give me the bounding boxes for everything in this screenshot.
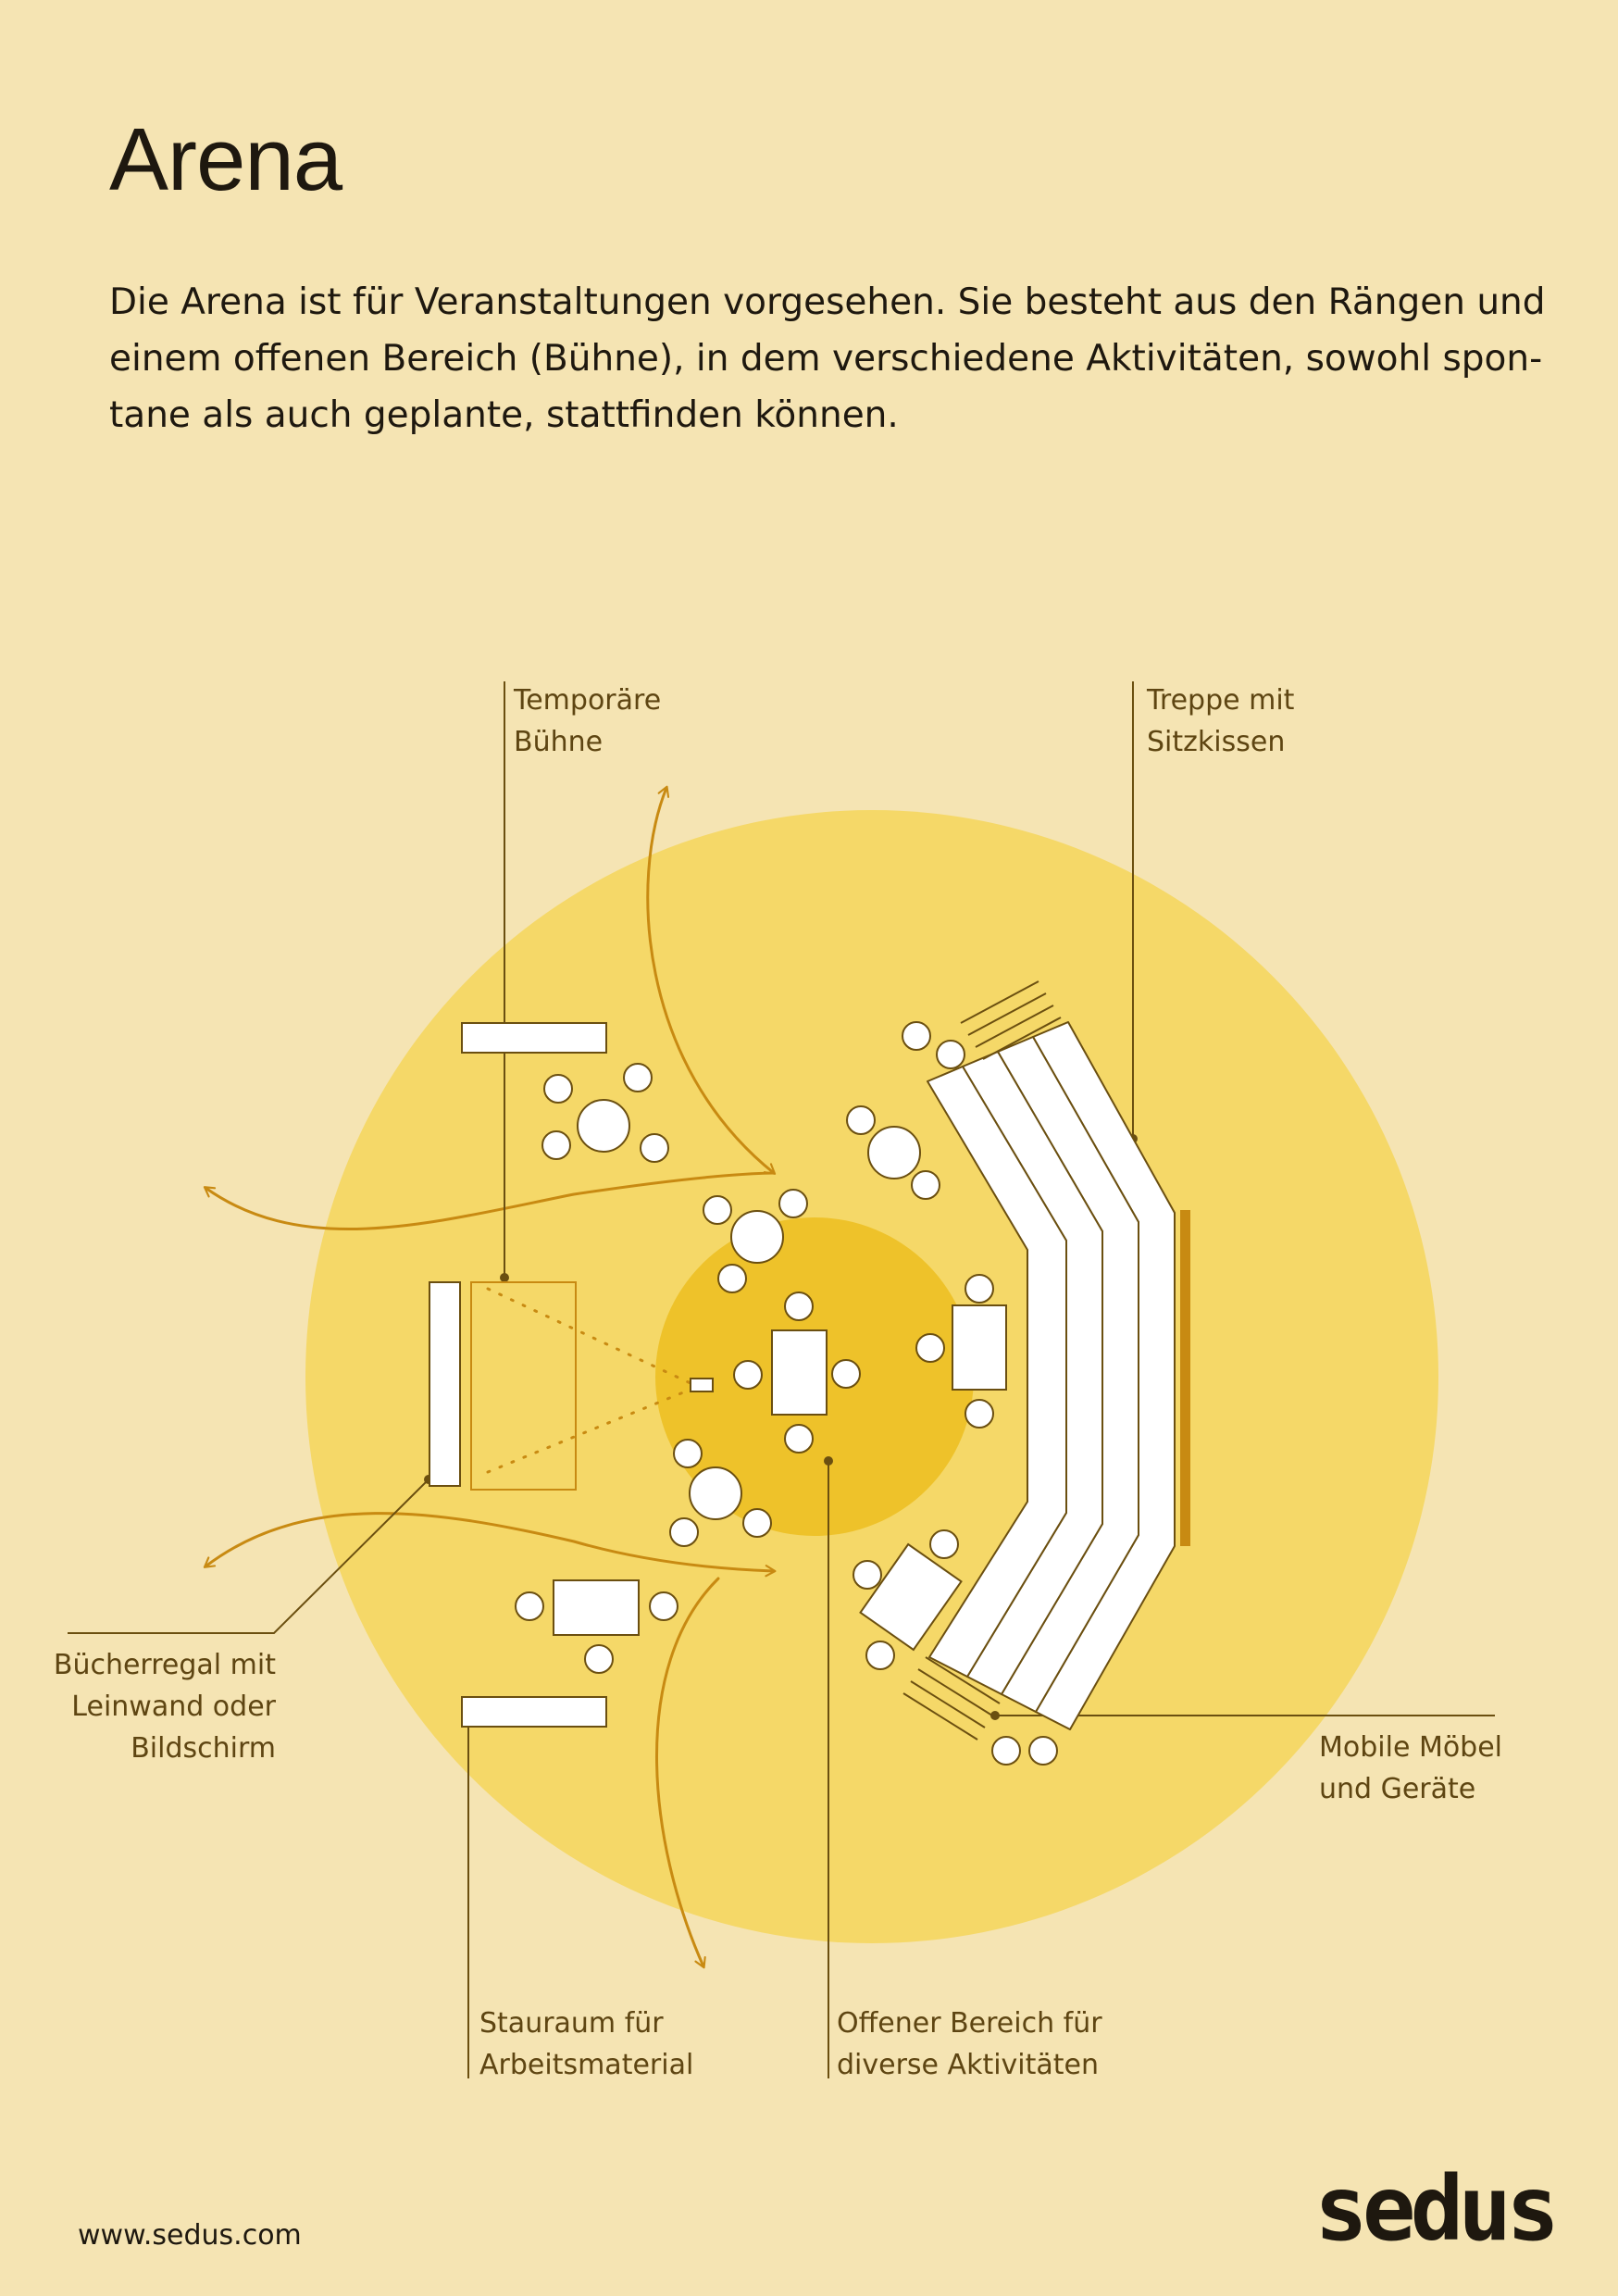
intro-line: Die Arena ist für Veranstaltungen vorges… [109, 281, 1546, 323]
temporary-stage [470, 1281, 577, 1491]
label-bookshelf: Bücherregal mit Leinwand oder Bildschirm [37, 1644, 276, 1769]
arrow-bottom [655, 1577, 720, 1969]
projector [690, 1378, 714, 1392]
label-line: Stauraum für [479, 2007, 664, 2040]
bookshelf-screen [429, 1281, 461, 1487]
storage-shelf-top [461, 1022, 607, 1054]
label-line: Bildschirm [131, 1732, 276, 1765]
label-line: Temporäre [514, 684, 662, 717]
leader-shelf [68, 1479, 429, 1634]
storage-shelf-bottom [461, 1696, 607, 1728]
label-line: Arbeitsmaterial [479, 2049, 694, 2081]
arrow-lower-left [203, 1512, 777, 1578]
label-line: Sitzkissen [1147, 726, 1286, 758]
page-title: Arena [109, 110, 342, 209]
table-right [952, 1304, 1007, 1391]
label-line: Leinwand oder [71, 1691, 276, 1723]
leader-dot [500, 1273, 509, 1282]
label-open-area: Offener Bereich für diverse Aktivitäten [837, 2003, 1102, 2086]
projection-lines [486, 1287, 694, 1474]
footer-url: www.sedus.com [78, 2219, 302, 2252]
stair-tier-1 [927, 1066, 1067, 1678]
table-rotated [859, 1542, 963, 1652]
stools [515, 1021, 1058, 1766]
sedus-logo: sedus [1314, 2157, 1560, 2261]
round-table [730, 1210, 784, 1264]
label-line: Treppe mit [1147, 684, 1295, 717]
label-storage: Stauraum für Arbeitsmaterial [479, 2003, 693, 2086]
circulation-arrows [203, 785, 777, 1969]
label-line: und Geräte [1319, 1773, 1476, 1805]
leader-dot [990, 1711, 1000, 1720]
round-table [867, 1126, 921, 1179]
arrow-upper-left [203, 1171, 776, 1231]
intro-line: einem offenen Bereich (Bühne), in dem ve… [109, 338, 1543, 380]
stair-wall-bar [1180, 1210, 1190, 1546]
intro-line: tane als auch geplante, stattfinden könn… [109, 394, 899, 436]
round-table [689, 1466, 742, 1520]
label-stairs-with-cushions: Treppe mit Sitzkissen [1147, 680, 1294, 763]
round-table [577, 1099, 630, 1153]
label-temporary-stage: Temporäre Bühne [514, 680, 661, 763]
cushion-stack-bottom [902, 1656, 1001, 1741]
table-lower-left [553, 1579, 640, 1636]
label-line: Bühne [514, 726, 604, 758]
label-line: Mobile Möbel [1319, 1731, 1503, 1764]
label-line: diverse Aktivitäten [837, 2049, 1100, 2081]
intro-paragraph: Die Arena ist für Veranstaltungen vorges… [109, 274, 1546, 443]
label-line: Bücherregal mit [53, 1649, 276, 1681]
arrow-top [646, 785, 777, 1175]
leader-dot [824, 1456, 833, 1466]
label-line: Offener Bereich für [837, 2007, 1102, 2040]
cushion-stack-top [960, 980, 1062, 1060]
table-center [771, 1329, 828, 1416]
label-mobile-furniture: Mobile Möbel und Geräte [1319, 1727, 1502, 1810]
